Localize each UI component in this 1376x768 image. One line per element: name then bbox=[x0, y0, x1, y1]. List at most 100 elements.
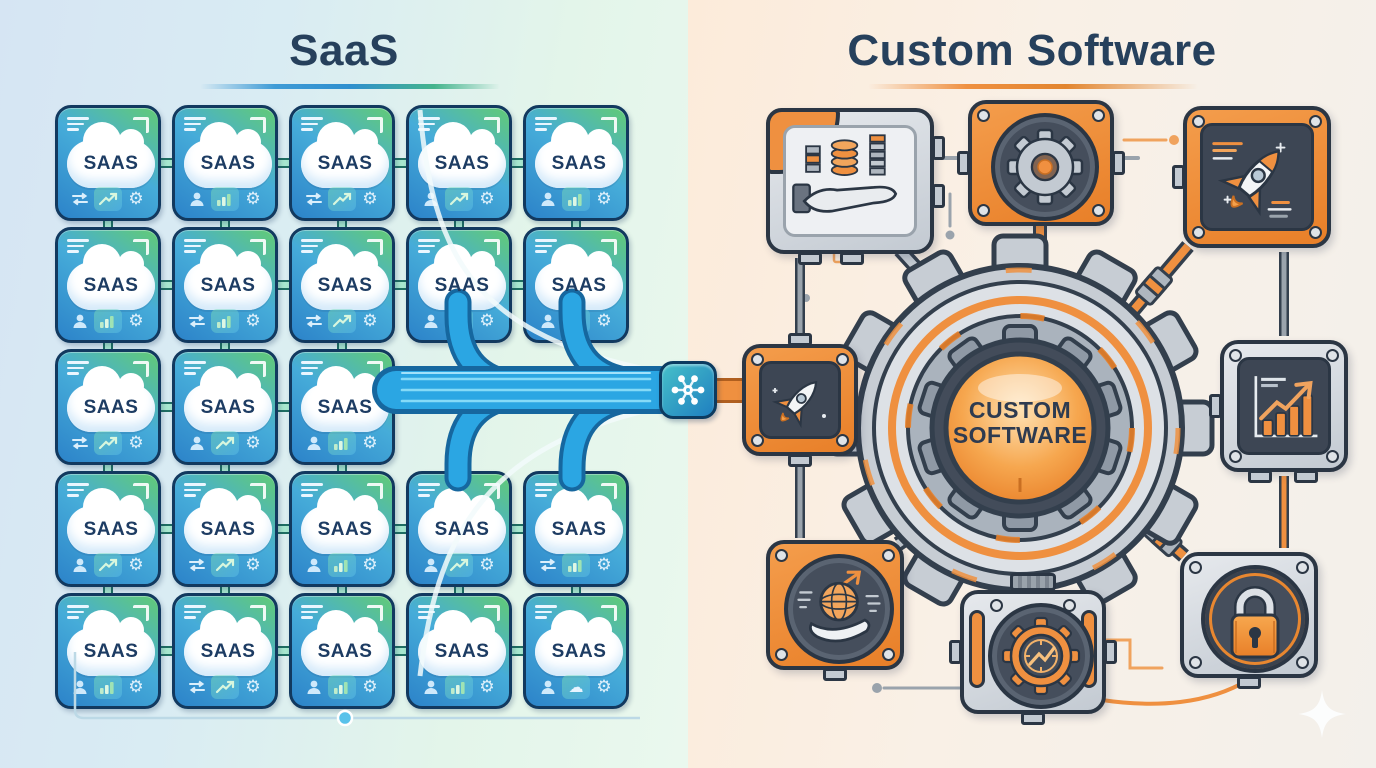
gear-icon: ⚙ bbox=[128, 676, 144, 697]
saas-tile: SAAS⚙ bbox=[172, 349, 278, 465]
connector-stub bbox=[957, 151, 970, 175]
screw bbox=[977, 109, 990, 122]
saas-label: SAAS bbox=[551, 153, 607, 174]
cloud-icon: SAAS bbox=[67, 610, 155, 676]
screw bbox=[1309, 115, 1322, 128]
menu-icon bbox=[301, 483, 323, 500]
saas-label: SAAS bbox=[83, 519, 139, 540]
tile-icon-row: ⚙ bbox=[300, 186, 384, 212]
cloud-icon: SAAS bbox=[67, 488, 155, 554]
person-icon bbox=[183, 187, 211, 211]
screw bbox=[751, 434, 764, 447]
trend-icon bbox=[445, 187, 473, 211]
saas-tile: SAAS☁⚙ bbox=[523, 593, 629, 709]
connector-stub bbox=[1209, 394, 1222, 418]
corner-bracket-icon bbox=[367, 605, 383, 621]
trend-icon bbox=[211, 553, 239, 577]
saas-tile: SAAS ⚙ bbox=[55, 349, 161, 465]
cloud-icon: SAAS bbox=[301, 610, 389, 676]
cloud-icon: SAAS bbox=[67, 244, 155, 310]
menu-icon bbox=[67, 605, 89, 622]
corner-bracket-icon bbox=[133, 605, 149, 621]
menu-icon bbox=[184, 117, 206, 134]
person-icon bbox=[417, 675, 445, 699]
tile-icon-row: ⚙ bbox=[66, 674, 150, 700]
gear-icon: ⚙ bbox=[479, 676, 495, 697]
gear-icon: ⚙ bbox=[596, 676, 612, 697]
custom-title: Custom Software bbox=[847, 26, 1217, 75]
cloud-icon: SAAS bbox=[301, 366, 389, 432]
trend-icon bbox=[328, 309, 356, 333]
corner-bracket-icon bbox=[250, 605, 266, 621]
tile-icon-row: ⚙ bbox=[183, 430, 267, 456]
person-icon bbox=[417, 187, 445, 211]
saas-label: SAAS bbox=[83, 397, 139, 418]
menu-icon bbox=[184, 483, 206, 500]
corner-bracket-icon bbox=[367, 483, 383, 499]
screw bbox=[977, 204, 990, 217]
arrows-icon bbox=[66, 187, 94, 211]
gear-icon: ⚙ bbox=[128, 432, 144, 453]
saas-label: SAAS bbox=[317, 275, 373, 296]
person-icon bbox=[300, 431, 328, 455]
bar-chart-icon bbox=[1254, 376, 1318, 438]
cloud-icon: SAAS bbox=[184, 488, 272, 554]
pipe-coupler bbox=[1010, 573, 1056, 591]
arrows-icon bbox=[183, 309, 211, 333]
saas-label: SAAS bbox=[200, 153, 256, 174]
bars-icon bbox=[562, 309, 590, 333]
saas-tile: SAAS⚙ bbox=[172, 471, 278, 587]
launch-panel-module bbox=[1172, 106, 1331, 248]
module-panel bbox=[759, 361, 841, 439]
cloud-icon: SAAS bbox=[418, 610, 506, 676]
saas-tile: SAAS⚙ bbox=[55, 471, 161, 587]
menu-icon bbox=[67, 361, 89, 378]
orange-insert bbox=[969, 610, 985, 688]
saas-label: SAAS bbox=[551, 519, 607, 540]
tile-icon-row: ☁⚙ bbox=[534, 674, 618, 700]
person-icon bbox=[300, 675, 328, 699]
screw bbox=[836, 353, 849, 366]
connector-stub bbox=[1104, 640, 1117, 664]
corner-bracket-icon bbox=[133, 117, 149, 133]
saas-label: SAAS bbox=[317, 519, 373, 540]
gear-icon: ⚙ bbox=[245, 432, 261, 453]
menu-icon bbox=[67, 117, 89, 134]
tile-icon-row: ⚙ bbox=[300, 430, 384, 456]
saas-tile: SAAS⚙ bbox=[523, 227, 629, 343]
connector-stub bbox=[1021, 712, 1045, 725]
screw bbox=[1296, 561, 1309, 574]
custom-software-label: CUSTOM SOFTWARE bbox=[952, 397, 1088, 449]
module-dial bbox=[988, 603, 1094, 709]
gear-icon bbox=[1006, 128, 1084, 206]
menu-icon bbox=[67, 483, 89, 500]
connector-stub bbox=[932, 184, 945, 208]
corner-bracket-icon bbox=[367, 239, 383, 255]
corner-bracket-icon bbox=[133, 483, 149, 499]
saas-label: SAAS bbox=[317, 153, 373, 174]
saas-tile: SAAS⚙ bbox=[523, 105, 629, 221]
cloud-icon: SAAS bbox=[301, 488, 389, 554]
arrows-icon bbox=[183, 675, 211, 699]
person-icon bbox=[300, 553, 328, 577]
person-icon bbox=[417, 553, 445, 577]
corner-bracket-icon bbox=[367, 117, 383, 133]
connector-stub bbox=[798, 252, 822, 265]
person-icon bbox=[66, 675, 94, 699]
corner-bracket-icon bbox=[250, 239, 266, 255]
saas-label: SAAS bbox=[83, 641, 139, 662]
cloud-icon: SAAS bbox=[184, 610, 272, 676]
bars-icon bbox=[328, 553, 356, 577]
screw bbox=[1326, 349, 1339, 362]
tile-icon-row: ⚙ bbox=[534, 308, 618, 334]
cloud-icon: SAAS bbox=[184, 366, 272, 432]
saas-label: SAAS bbox=[200, 275, 256, 296]
saas-label: SAAS bbox=[434, 519, 490, 540]
cloud-icon: SAAS bbox=[301, 122, 389, 188]
screw bbox=[751, 353, 764, 366]
cloud-icon: SAAS bbox=[184, 244, 272, 310]
bars-icon bbox=[328, 431, 356, 455]
saas-label: SAAS bbox=[434, 641, 490, 662]
module-panel bbox=[1200, 123, 1314, 231]
